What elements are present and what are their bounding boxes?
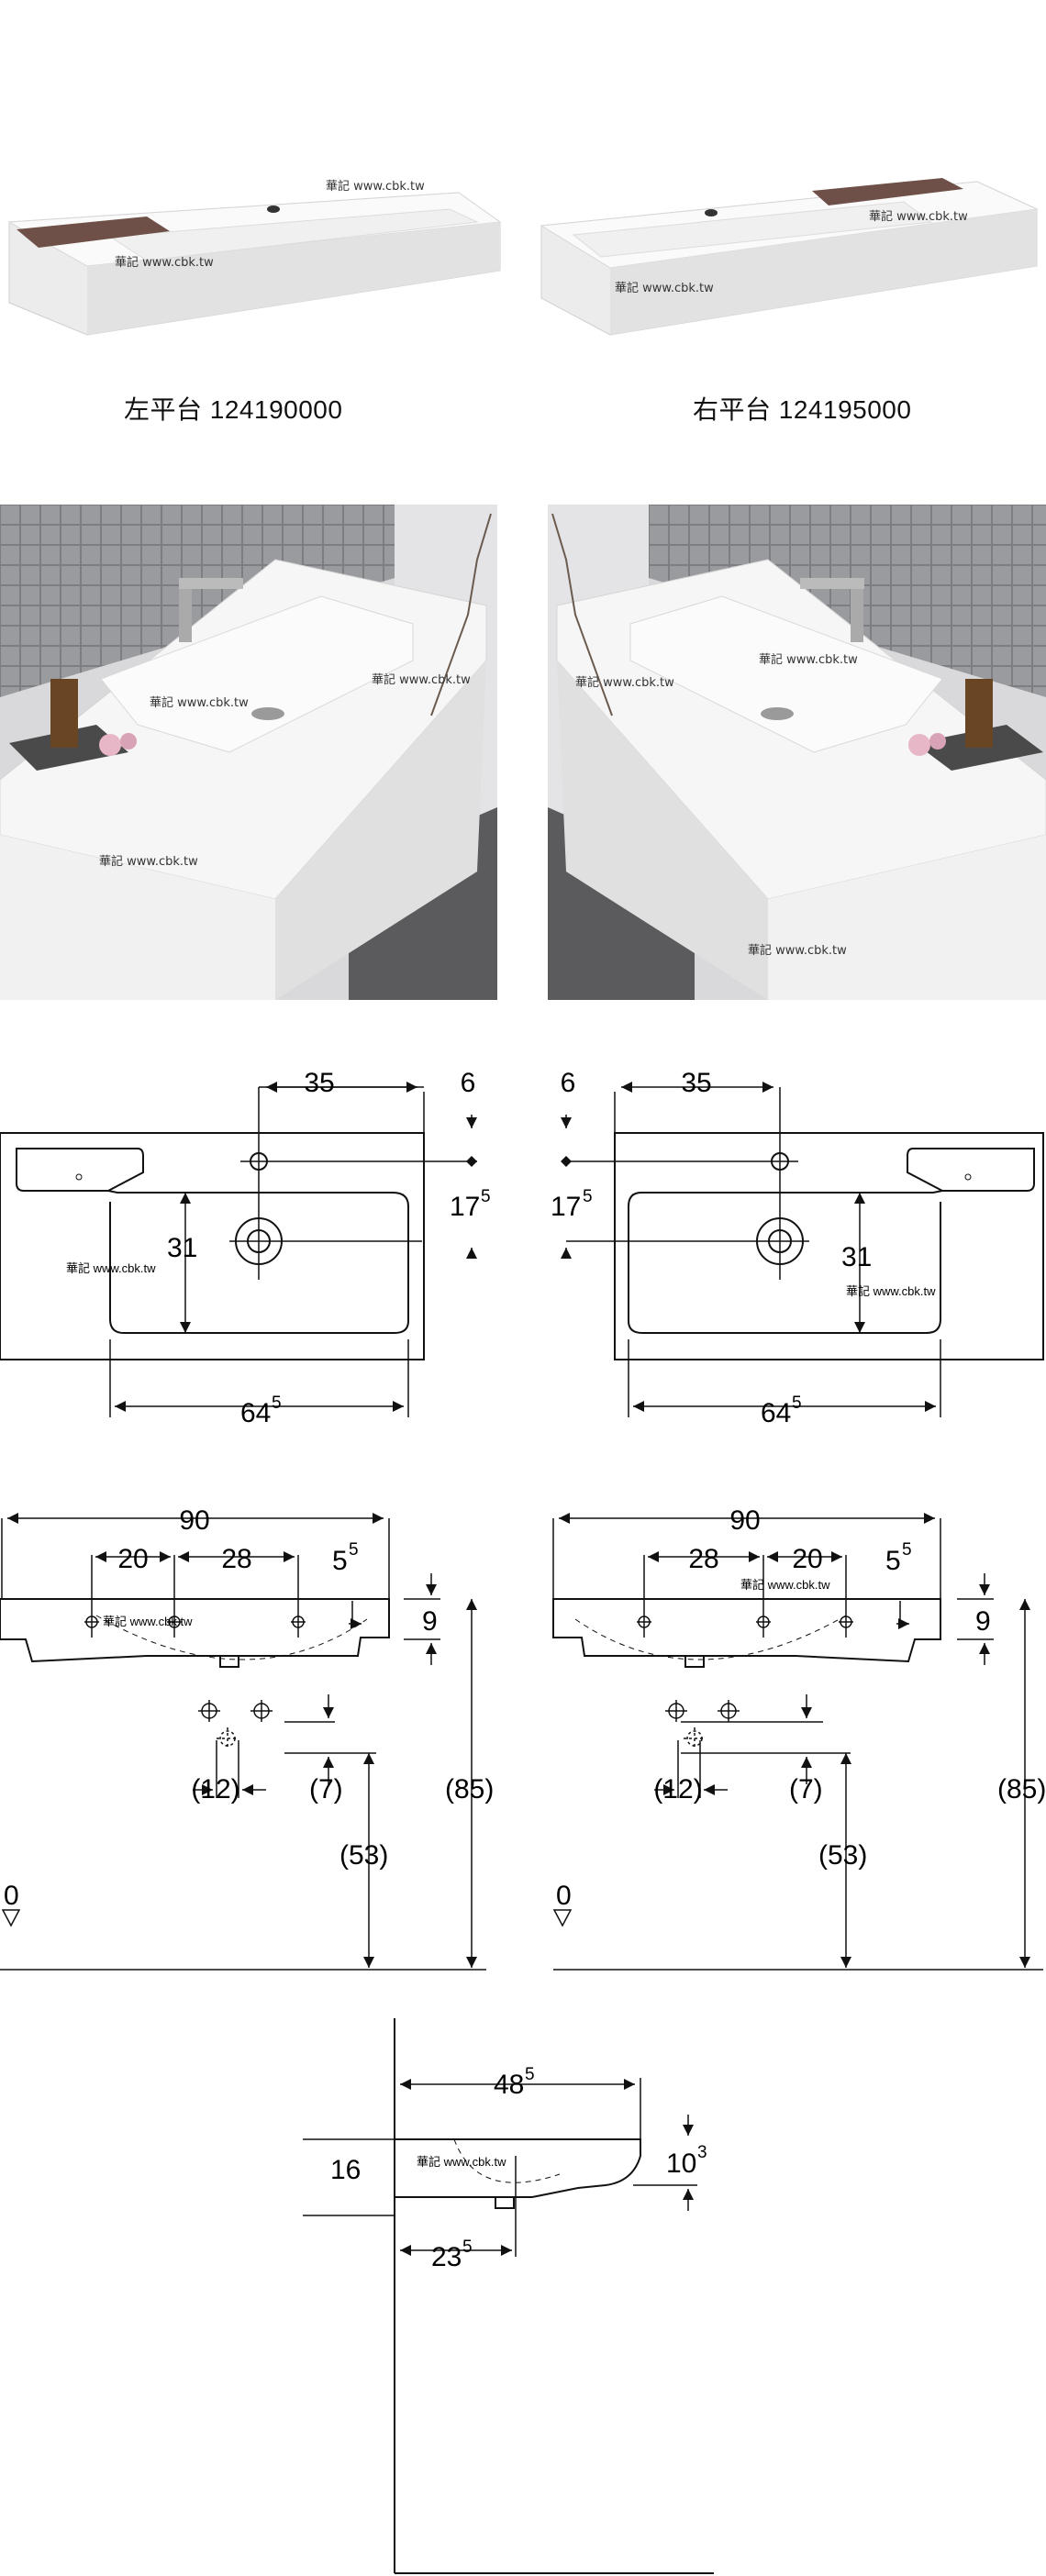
watermark: 華記 www.cbk.tw — [103, 1615, 193, 1628]
top-view-drawing-right: 35 6 17 5 31 64 5 華記 www.cbk.tw — [551, 1068, 1044, 1428]
front-view-drawing-right: 90 28 20 5 5 9 (12) (7) (53) (85) 0 華記 w… — [552, 1505, 1046, 1971]
top-view-drawing-left: 35 6 17 5 31 64 5 華記 www.cbk.tw — [0, 1068, 491, 1428]
dim-23-sup: 5 — [462, 2237, 473, 2257]
dim-17: 17 — [450, 1192, 480, 1222]
watermark: 華記 www.cbk.tw — [66, 1261, 156, 1275]
dim-5-sup: 5 — [902, 1540, 912, 1560]
dim-53: (53) — [339, 1840, 388, 1871]
dim-5: 5 — [332, 1546, 348, 1576]
dim-48: 48 — [494, 2070, 524, 2100]
front-view-drawing-left: 90 20 28 5 5 9 (12) (7) (53) (85) 0 華記 w… — [0, 1505, 494, 1971]
dim-spacing-a: 20 — [117, 1544, 148, 1574]
dim-48-sup: 5 — [525, 2065, 535, 2084]
dim-10-sup: 3 — [697, 2143, 707, 2162]
dim-12: (12) — [191, 1774, 239, 1804]
watermark: 華記 www.cbk.tw — [748, 944, 847, 958]
dim-spacing-b: 20 — [792, 1544, 822, 1574]
lifestyle-photo-right: 華記 www.cbk.tw 華記 www.cbk.tw 華記 www.cbk.t… — [548, 505, 1046, 1000]
dim-64-sup: 5 — [272, 1393, 282, 1413]
dim-spacing-b: 28 — [221, 1544, 251, 1574]
dim-6: 6 — [461, 1068, 476, 1098]
product-label-left: 左平台 124190000 — [124, 395, 343, 424]
dim-85: (85) — [997, 1774, 1046, 1804]
dim-12: (12) — [653, 1774, 702, 1804]
product-label-right: 右平台 124195000 — [693, 395, 912, 424]
dim-10: 10 — [666, 2149, 696, 2179]
dim-64: 64 — [240, 1398, 271, 1428]
watermark: 華記 www.cbk.tw — [115, 256, 214, 270]
dim-23: 23 — [431, 2242, 462, 2272]
dim-9: 9 — [975, 1606, 991, 1637]
lifestyle-photo-left: 華記 www.cbk.tw 華記 www.cbk.tw 華記 www.cbk.t… — [0, 505, 497, 1000]
dim-31: 31 — [841, 1242, 872, 1272]
dim-90: 90 — [729, 1505, 760, 1536]
dim-7: (7) — [789, 1774, 823, 1804]
watermark: 華記 www.cbk.tw — [740, 1578, 830, 1592]
watermark: 華記 www.cbk.tw — [846, 1284, 936, 1298]
dim-35: 35 — [304, 1068, 334, 1098]
dim-64: 64 — [761, 1398, 791, 1428]
dim-64-sup: 5 — [792, 1393, 802, 1413]
dim-5: 5 — [885, 1546, 901, 1576]
dim-7: (7) — [309, 1774, 343, 1804]
dim-17: 17 — [551, 1192, 581, 1222]
floor-zero: 0 — [4, 1881, 19, 1911]
floor-zero: 0 — [556, 1881, 572, 1911]
dim-5-sup: 5 — [349, 1540, 359, 1560]
dim-90: 90 — [179, 1505, 209, 1536]
product-left-render: 華記 www.cbk.tw 華記 www.cbk.tw — [0, 165, 514, 349]
watermark: 華記 www.cbk.tw — [417, 2155, 506, 2169]
watermark: 華記 www.cbk.tw — [615, 282, 714, 295]
dim-17-sup: 5 — [583, 1187, 593, 1206]
dim-spacing-a: 28 — [688, 1544, 718, 1574]
side-view-drawing: 48 5 16 10 3 23 5 華記 www.cbk.tw — [303, 2018, 714, 2574]
watermark: 華記 www.cbk.tw — [372, 673, 471, 687]
dim-35: 35 — [681, 1068, 711, 1098]
watermark: 華記 www.cbk.tw — [326, 180, 425, 194]
watermark: 華記 www.cbk.tw — [150, 696, 249, 710]
watermark: 華記 www.cbk.tw — [575, 676, 674, 690]
dim-85: (85) — [445, 1774, 494, 1804]
dim-6: 6 — [561, 1068, 576, 1098]
dim-9: 9 — [422, 1606, 438, 1637]
dim-53: (53) — [818, 1840, 867, 1871]
dim-17-sup: 5 — [481, 1187, 491, 1206]
watermark: 華記 www.cbk.tw — [759, 653, 858, 667]
watermark: 華記 www.cbk.tw — [869, 210, 968, 224]
dim-16: 16 — [330, 2155, 361, 2185]
product-right-render: 華記 www.cbk.tw 華記 www.cbk.tw — [537, 165, 1046, 349]
dim-31: 31 — [167, 1233, 197, 1263]
watermark: 華記 www.cbk.tw — [99, 855, 198, 869]
